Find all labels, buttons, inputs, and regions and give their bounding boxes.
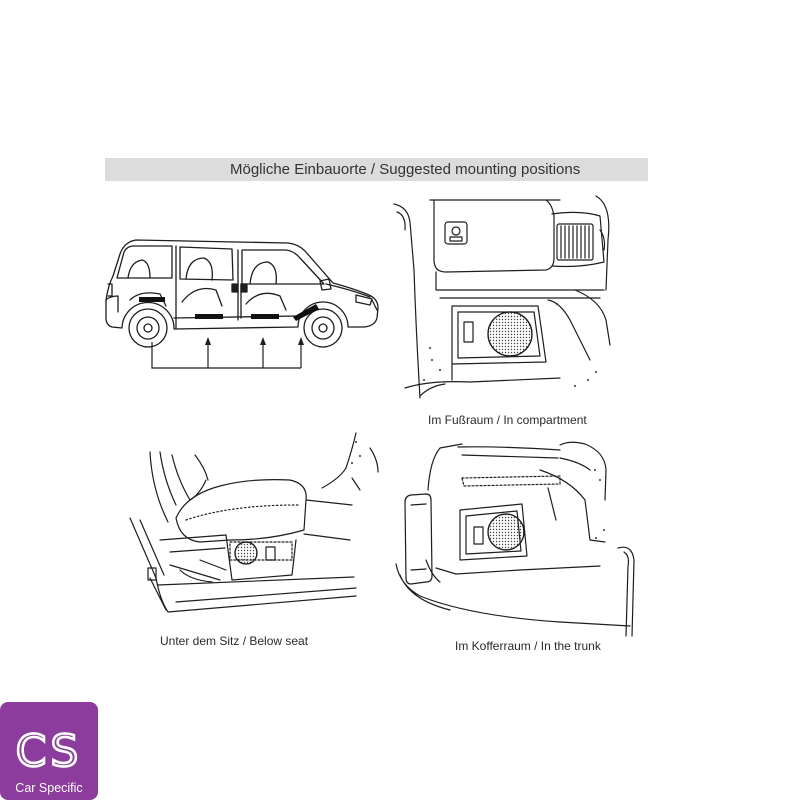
trunk-opening	[427, 443, 463, 491]
speaker-position-middle-door	[195, 314, 223, 319]
door-sill	[129, 517, 357, 613]
van-body-outline	[105, 239, 379, 330]
section-title: Mögliche Einbauorte / Suggested mounting…	[230, 161, 581, 178]
van-middle-window	[179, 246, 234, 281]
console-side	[595, 195, 610, 291]
footwell-speaker-box	[451, 305, 547, 365]
van-rear-detail	[105, 283, 119, 313]
glovebox-latch	[444, 221, 468, 245]
trunk-dots	[594, 469, 605, 539]
arrowhead	[298, 337, 304, 345]
van-side-mirror	[319, 278, 332, 291]
van-side-skirt	[173, 315, 299, 319]
trunk-speaker-box-inner	[465, 510, 522, 555]
van-front-window	[241, 249, 325, 285]
footwell-floor	[404, 377, 561, 397]
trunk-side-wall	[539, 469, 606, 543]
seat-side-lines	[303, 499, 353, 541]
dash-lower-band	[435, 271, 605, 299]
speaker-position-markers	[139, 297, 319, 321]
speaker-position-rear-side	[139, 297, 165, 302]
door-latch	[147, 567, 157, 581]
trunk-right-trim	[559, 441, 607, 501]
van-side-view	[105, 239, 379, 348]
trunk-speaker-terminal	[473, 526, 484, 545]
trunk-floor	[395, 559, 631, 627]
speaker-position-front-door	[293, 304, 319, 321]
seat-cushion	[175, 479, 307, 543]
air-vent	[556, 223, 594, 261]
caption-below-seat: Unter dem Sitz / Below seat	[160, 634, 309, 648]
van-rear-window	[116, 245, 173, 279]
pointer-lines	[151, 337, 304, 369]
seat-cushion-seam	[185, 504, 299, 521]
trunk-illustration	[395, 441, 635, 637]
trunk-shelf-strip	[461, 475, 561, 487]
caption-compartment: Im Fußraum / In compartment	[428, 413, 587, 427]
under-seat-speaker-terminal	[265, 546, 276, 561]
footwell-illustration	[393, 195, 611, 399]
trunk-speaker-box	[459, 503, 528, 561]
van-rear-wheel	[128, 308, 168, 348]
arrowhead	[205, 337, 211, 345]
console-lower	[451, 289, 611, 381]
section-header-bar: Mögliche Einbauorte / Suggested mounting…	[105, 158, 648, 181]
air-vent-slats	[560, 225, 590, 259]
trunk-top-trim	[457, 446, 561, 459]
a-pillar	[393, 203, 421, 399]
car-specific-logo: CS Car Specific	[0, 702, 98, 800]
speaker-position-front-seat	[251, 314, 279, 319]
logo-name: Car Specific	[15, 781, 83, 795]
glovebox	[433, 199, 555, 273]
caption-trunk: Im Kofferraum / In the trunk	[455, 639, 601, 653]
van-interior-seats	[127, 257, 287, 311]
footwell-speaker-terminal	[463, 321, 474, 343]
seat-dots	[351, 441, 361, 464]
seat-frame	[159, 534, 297, 583]
air-vent-housing	[551, 211, 605, 268]
van-front-wheel	[303, 308, 343, 348]
floor-dots	[423, 303, 597, 387]
van-headlight	[355, 294, 373, 306]
logo-mark: CS	[14, 725, 83, 778]
van-door-handle	[231, 283, 239, 293]
seat-illustration	[129, 432, 379, 613]
arrowhead	[260, 337, 266, 345]
tail-light	[404, 493, 433, 585]
logo-mark-outline: CS	[16, 726, 83, 777]
tailgate-edge	[617, 546, 635, 637]
seat-right-trim	[321, 432, 379, 491]
seat-backrest	[149, 451, 209, 523]
van-door-handle	[240, 283, 248, 293]
